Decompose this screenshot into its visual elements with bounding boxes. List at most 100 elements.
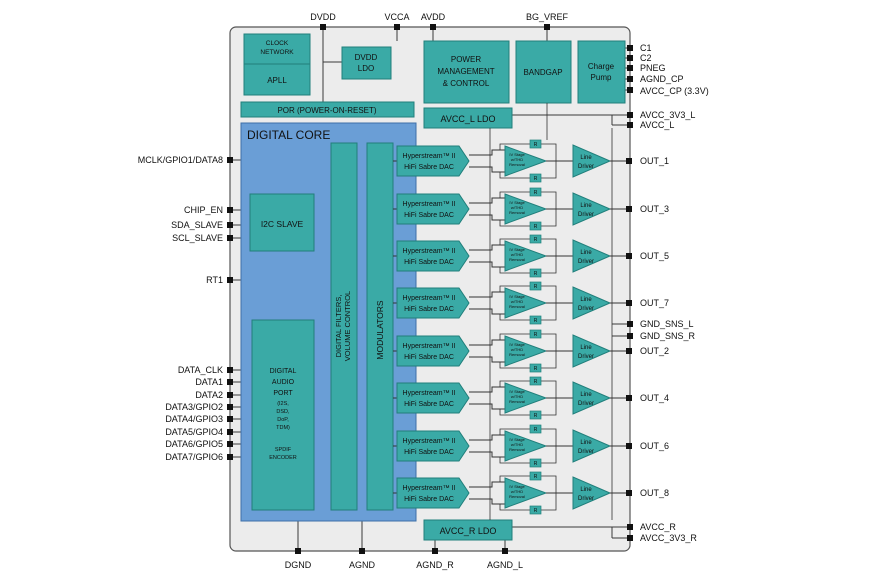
pin-label-agnd-r: AGND_R [416,560,454,570]
pin-label-avcc-l: AVCC_L [640,120,674,130]
iv-stage [504,335,548,367]
dac-label-2: HiFi Sabre DAC [404,259,454,266]
pin-label-avdd: AVDD [421,12,446,22]
resistor-label: R [534,332,538,338]
wire [469,197,505,204]
dvdd-ldo-block: DVDD LDO [341,46,392,80]
resistor [529,173,542,183]
wire [499,457,530,464]
pin-marker [227,277,233,283]
filters-label-2: VOLUME CONTROL [343,291,352,361]
wire [541,285,557,303]
wire [469,481,505,488]
dac-label-1: Hyperstream™ II [403,343,456,350]
pin-label-data3: DATA3/GPIO2 [165,402,223,412]
pin-label-pneg: PNEG [640,63,666,73]
pin-marker [502,548,508,554]
wire [499,504,530,511]
dac-block [396,145,470,177]
dac-label-2: HiFi Sabre DAC [404,354,454,361]
line-driver [572,334,612,368]
pin-marker [359,548,365,554]
dap-label-3: PORT [273,390,293,397]
pin-marker [227,157,233,163]
power-mgmt-label-1: POWER [451,55,481,64]
resistor-label: R [534,366,538,372]
pin-marker [544,24,550,30]
pin-label-mclk: MCLK/GPIO1/DATA8 [138,155,223,165]
pin-marker [627,45,633,51]
digital-filters-block: DIGITAL FILTERS, VOLUME CONTROL [330,142,358,511]
power-mgmt-label-2: MANAGEMENT [437,67,494,76]
wire [469,166,505,173]
iv-label-2: w/THD [511,394,523,399]
pin-marker [626,395,632,401]
pin-marker [432,548,438,554]
iv-label-3: Removal [509,447,525,452]
iv-stage [504,382,548,414]
output-pin-label: OUT_6 [640,441,669,451]
resistor [529,458,542,468]
apll-label: APLL [267,76,287,85]
pin-label-dgnd: DGND [285,560,312,570]
charge-pump-label-1: Charge [588,62,615,71]
charge-pump-block: Charge Pump [577,40,626,104]
pin-label-avcc-3v3-l: AVCC_3V3_L [640,110,695,120]
resistor-label: R [534,224,538,230]
iv-stage [504,287,548,319]
charge-pump-label-2: Pump [591,73,612,82]
output-pin-label: OUT_4 [640,393,669,403]
wire [541,351,557,369]
line-driver-label-2: Driver [578,306,594,312]
dac-label-2: HiFi Sabre DAC [404,164,454,171]
pin-marker [627,333,633,339]
wire [469,244,505,251]
pin-label-avcc-3v3-r: AVCC_3V3_R [640,533,697,543]
pin-marker [227,207,233,213]
wire [499,238,530,245]
pin-marker [627,112,633,118]
resistor-label: R [534,427,538,433]
wire [541,493,557,511]
pin-marker [626,490,632,496]
wire [469,403,505,410]
wire [469,498,505,505]
pin-marker [227,416,233,422]
output-pin-label: OUT_1 [640,156,669,166]
pin-marker [627,535,633,541]
dac-label-2: HiFi Sabre DAC [404,306,454,313]
pin-marker [627,524,633,530]
pin-label-dvdd: DVDD [310,12,336,22]
pin-marker [295,548,301,554]
dac-label-2: HiFi Sabre DAC [404,212,454,219]
wire [499,220,530,227]
resistor [529,363,542,373]
output-pin-label: OUT_3 [640,204,669,214]
line-driver [572,429,612,463]
dap-label-5: DSD, [276,409,290,415]
pin-marker [627,321,633,327]
pin-label-data-clk: DATA_CLK [178,365,223,375]
wire [469,451,505,458]
wire [469,261,505,268]
pin-label-data2: DATA2 [195,390,223,400]
line-driver-label-2: Driver [578,401,594,407]
clock-network-label-2: NETWORK [260,49,294,56]
iv-stage [504,477,548,509]
dac-label-1: Hyperstream™ II [403,390,456,397]
output-pin-label: OUT_5 [640,251,669,261]
iv-label-2: w/THD [511,442,523,447]
wire [541,333,557,351]
resistor [529,268,542,278]
resistor-label: R [534,190,538,196]
dac-label-2: HiFi Sabre DAC [404,401,454,408]
pin-marker [227,222,233,228]
pin-label-gnd-sns-r: GND_SNS_R [640,331,696,341]
resistor-label: R [534,379,538,385]
resistor [529,315,542,325]
avcc-r-ldo-label: AVCC_R LDO [440,526,497,536]
